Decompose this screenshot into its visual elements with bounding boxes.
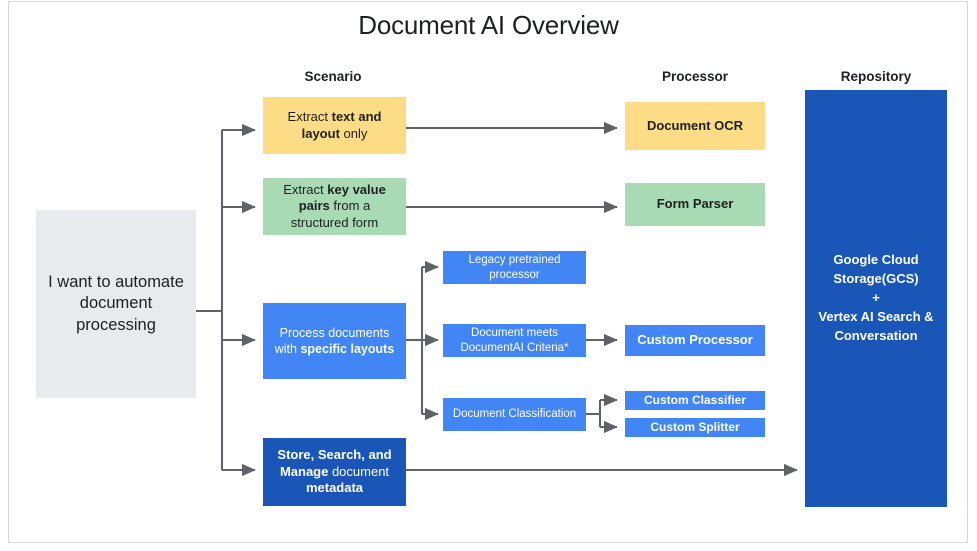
repository-line-1: Google Cloud Storage(GCS) <box>833 252 919 287</box>
processor-custom-classifier-label: Custom Classifier <box>643 392 747 407</box>
scenario-key-value-pairs[interactable]: Extract key value pairs from a structure… <box>263 178 406 235</box>
branch-document-classification-label: Document Classification <box>452 408 577 421</box>
scenario-specific-layouts[interactable]: Process documents with specific layouts <box>263 303 406 379</box>
page-title: Document AI Overview <box>358 10 619 40</box>
scenario-text-and-layout[interactable]: Extract text and layout only <box>263 97 406 154</box>
repository-line-2: + <box>872 290 880 306</box>
branch-legacy-pretrained-processor-label: Legacy pretrained processor <box>468 253 561 281</box>
processor-custom-processor[interactable]: Custom Processor <box>625 325 765 356</box>
processor-custom-splitter-label: Custom Splitter <box>650 419 740 434</box>
repository-line-3: Vertex AI Search & Conversation <box>818 308 934 343</box>
processor-custom-splitter[interactable]: Custom Splitter <box>625 418 765 437</box>
scenario-key-value-pairs-label: Extract key value pairs from a structure… <box>283 181 386 230</box>
entry-node-label: I want to automate document processing <box>48 273 184 334</box>
repository-text: Google Cloud Storage(GCS) + Vertex AI Se… <box>811 251 941 345</box>
branch-document-classification[interactable]: Document Classification <box>443 398 586 431</box>
column-header-repository: Repository <box>840 69 912 84</box>
processor-custom-classifier[interactable]: Custom Classifier <box>625 391 765 410</box>
processor-custom-processor-label: Custom Processor <box>637 332 753 348</box>
branch-documentai-criteria-label: Document meets DocumentAI Criteria* <box>460 326 569 354</box>
processor-document-ocr[interactable]: Document OCR <box>625 102 765 150</box>
scenario-specific-layouts-label: Process documents with specific layouts <box>274 326 395 356</box>
scenario-store-search-manage-label: Store, Search, and Manage document metad… <box>277 447 392 496</box>
repository-box[interactable]: Google Cloud Storage(GCS) + Vertex AI Se… <box>805 90 947 507</box>
column-header-scenario: Scenario <box>304 69 362 84</box>
scenario-text-and-layout-label: Extract text and layout only <box>287 108 382 141</box>
column-header-processor: Processor <box>661 69 729 84</box>
processor-document-ocr-label: Document OCR <box>646 117 744 133</box>
processor-form-parser-label: Form Parser <box>656 196 734 212</box>
entry-node[interactable]: I want to automate document processing <box>36 210 196 398</box>
branch-documentai-criteria[interactable]: Document meets DocumentAI Criteria* <box>443 324 586 357</box>
scenario-store-search-manage[interactable]: Store, Search, and Manage document metad… <box>263 438 406 506</box>
branch-legacy-pretrained-processor[interactable]: Legacy pretrained processor <box>443 251 586 284</box>
processor-form-parser[interactable]: Form Parser <box>625 183 765 226</box>
